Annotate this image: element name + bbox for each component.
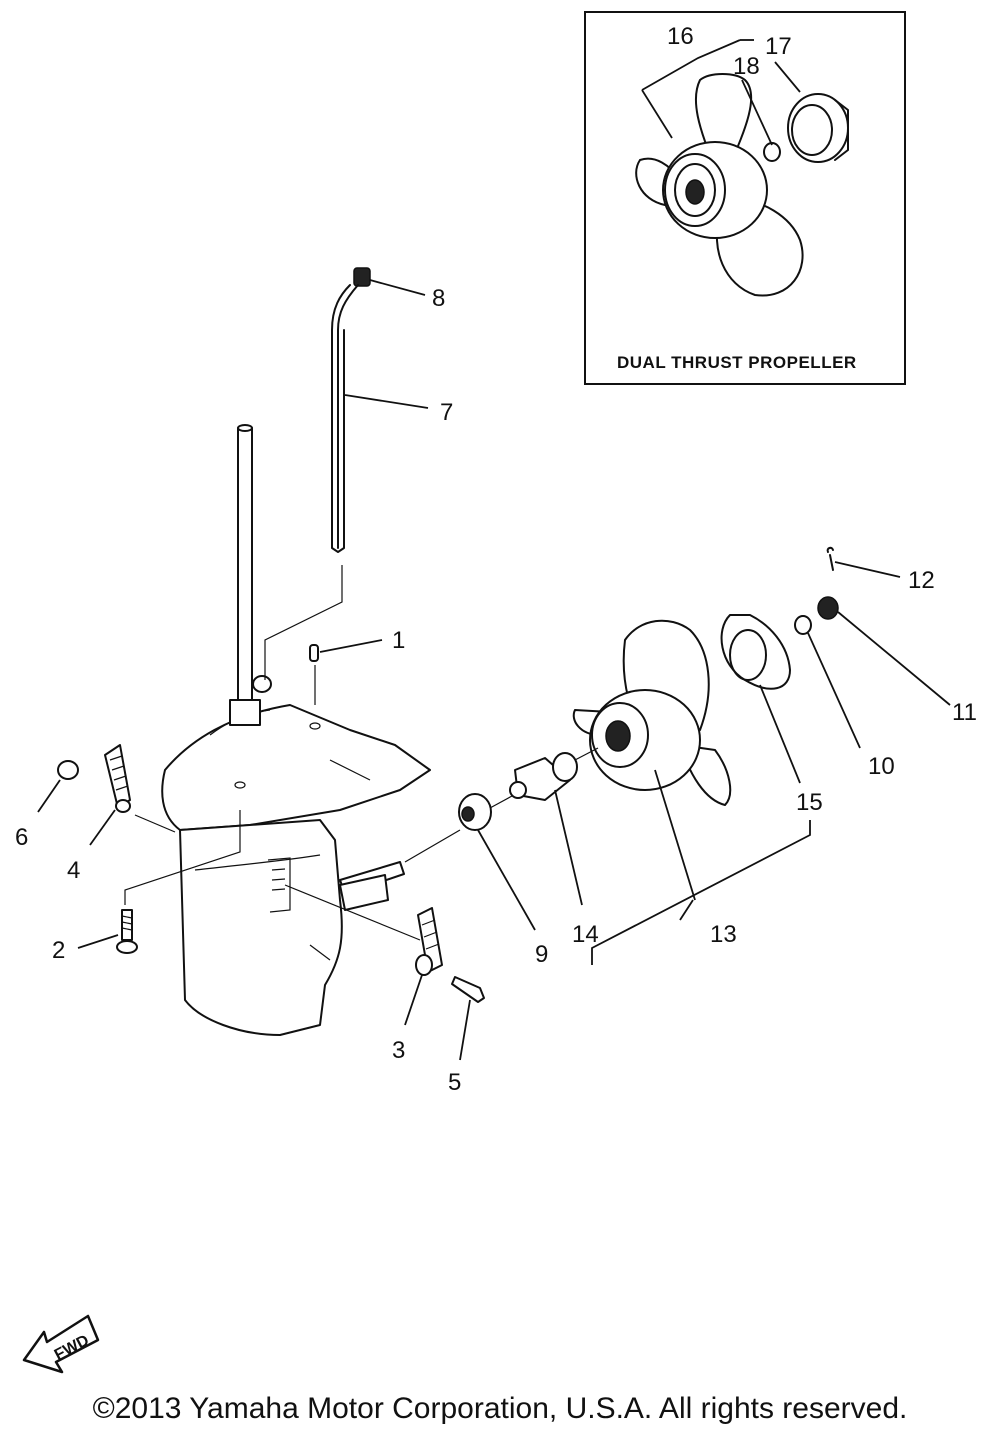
inset-washer: [763, 142, 781, 162]
part-13-propeller: [572, 619, 732, 806]
callout-4: 4: [67, 857, 80, 884]
callout-17: 17: [765, 33, 792, 60]
callout-8: 8: [432, 285, 445, 312]
callout-9: 9: [535, 941, 548, 968]
callout-3: 3: [392, 1037, 405, 1064]
callout-5: 5: [448, 1069, 461, 1096]
callout-13: 13: [710, 921, 737, 948]
callout-16: 16: [667, 23, 694, 50]
part-12-cotter-pin: [826, 546, 834, 571]
part-7-water-tube: [331, 284, 359, 553]
callout-11: 11: [952, 699, 977, 726]
dual-thrust-propeller-inset: 16 17 18 DUAL THRUST PROPELLER: [584, 11, 906, 385]
callout-15: 15: [796, 789, 823, 816]
callout-2: 2: [52, 937, 65, 964]
part-6-nut: [57, 760, 79, 780]
part-15-thrust-ring: [720, 614, 791, 690]
part-14-bushing: [509, 752, 578, 801]
callout-6: 6: [15, 824, 28, 851]
copyright-notice: ©2013 Yamaha Motor Corporation, U.S.A. A…: [92, 1392, 908, 1425]
inset-thrust-ring: [787, 93, 849, 163]
callout-14: 14: [572, 921, 599, 948]
callout-18: 18: [733, 53, 760, 80]
part-2-bolt: [116, 909, 138, 954]
lower-unit-case: [161, 424, 431, 1036]
part-4-trim-tab: [104, 744, 131, 813]
part-11-nut: [817, 596, 839, 620]
part-1-dowel-pin: [309, 644, 319, 662]
part-3-anode: [415, 907, 443, 976]
inset-title: DUAL THRUST PROPELLER: [617, 353, 857, 372]
callout-12: 12: [908, 567, 935, 594]
callout-1: 1: [392, 627, 405, 654]
callout-10: 10: [868, 753, 895, 780]
part-10-washer: [794, 615, 812, 635]
callout-7: 7: [440, 399, 453, 426]
forward-arrow-icon: FWD: [22, 1314, 100, 1374]
part-8-grommet: [353, 267, 371, 287]
part-9-spacer: [458, 793, 492, 831]
inset-propeller: [635, 73, 804, 297]
part-5-screw: [451, 976, 485, 1003]
